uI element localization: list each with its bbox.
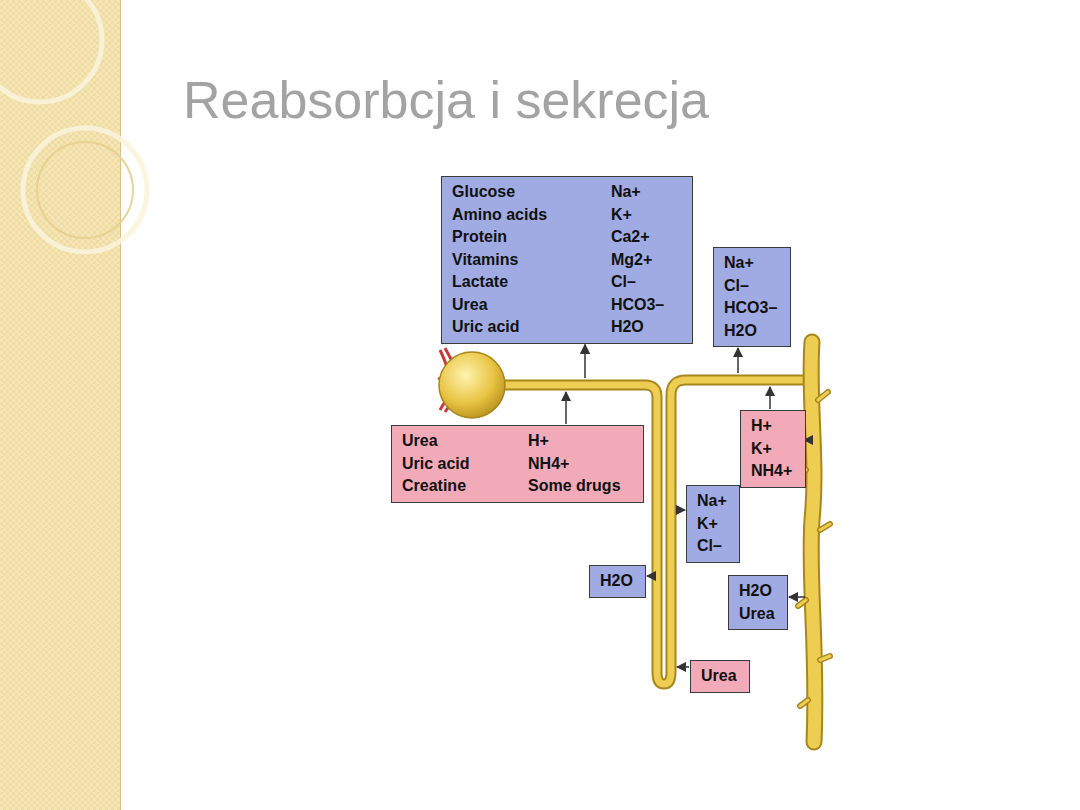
substance-label: K+ <box>751 438 795 461</box>
substance-label: HCO3– <box>724 297 780 320</box>
reabsorption-box: Na+Cl–HCO3–H2O <box>713 247 791 347</box>
substance-label: Urea <box>452 294 565 317</box>
nephron-tubule <box>500 342 830 742</box>
substance-label: Lactate <box>452 271 565 294</box>
substance-label: NH4+ <box>528 453 633 476</box>
substance-label: H2O <box>724 320 780 343</box>
deco-circles <box>0 0 147 252</box>
transport-arrow <box>584 345 586 379</box>
substance-label: Glucose <box>452 181 565 204</box>
secretion-box: H+K+NH4+ <box>740 410 806 488</box>
transport-arrow <box>565 392 567 424</box>
reabsorption-box: H2O <box>589 565 646 598</box>
substance-label: Na+ <box>611 181 682 204</box>
secretion-box: UreaUric acidCreatine H+NH4+Some drugs <box>391 425 644 503</box>
slide-title: Reabsorbcja i sekrecja <box>183 70 709 130</box>
transport-arrow <box>789 596 805 598</box>
side-strip <box>0 0 120 810</box>
transport-arrows <box>566 345 807 668</box>
substance-label: Uric acid <box>402 453 482 476</box>
substance-label: H+ <box>751 415 795 438</box>
substance-label: NH4+ <box>751 460 795 483</box>
substance-label: Cl– <box>724 275 780 298</box>
glomerulus <box>439 352 505 418</box>
substance-label: Cl– <box>697 535 729 558</box>
substance-label: Cl– <box>611 271 682 294</box>
substance-label: Amino acids <box>452 204 565 227</box>
substance-label: Vitamins <box>452 249 565 272</box>
substance-label: H2O <box>611 316 682 339</box>
substance-label: Creatine <box>402 475 482 498</box>
substance-label: Urea <box>402 430 482 453</box>
transport-arrow <box>769 387 771 409</box>
transport-arrow <box>647 575 652 577</box>
transport-arrow <box>737 348 739 373</box>
substance-label: Na+ <box>697 490 729 513</box>
substance-label: H+ <box>528 430 633 453</box>
substance-label: HCO3– <box>611 294 682 317</box>
substance-label: H2O <box>600 570 635 593</box>
substance-label: Uric acid <box>452 316 565 339</box>
transport-arrow <box>676 509 685 511</box>
substance-label: K+ <box>611 204 682 227</box>
substance-label: Urea <box>701 665 739 688</box>
substance-label: Ca2+ <box>611 226 682 249</box>
substance-label: Some drugs <box>528 475 633 498</box>
substance-label: H2O <box>739 580 777 603</box>
reabsorption-box: H2OUrea <box>728 575 788 630</box>
substance-label: K+ <box>697 513 729 536</box>
substance-label: Na+ <box>724 252 780 275</box>
secretion-box: Urea <box>690 660 750 693</box>
transport-arrow <box>677 666 689 668</box>
substance-label: Mg2+ <box>611 249 682 272</box>
reabsorption-box: GlucoseAmino acidsProteinVitaminsLactate… <box>441 176 693 344</box>
substance-label: Protein <box>452 226 565 249</box>
substance-label: Urea <box>739 603 777 626</box>
reabsorption-box: Na+K+Cl– <box>686 485 740 563</box>
